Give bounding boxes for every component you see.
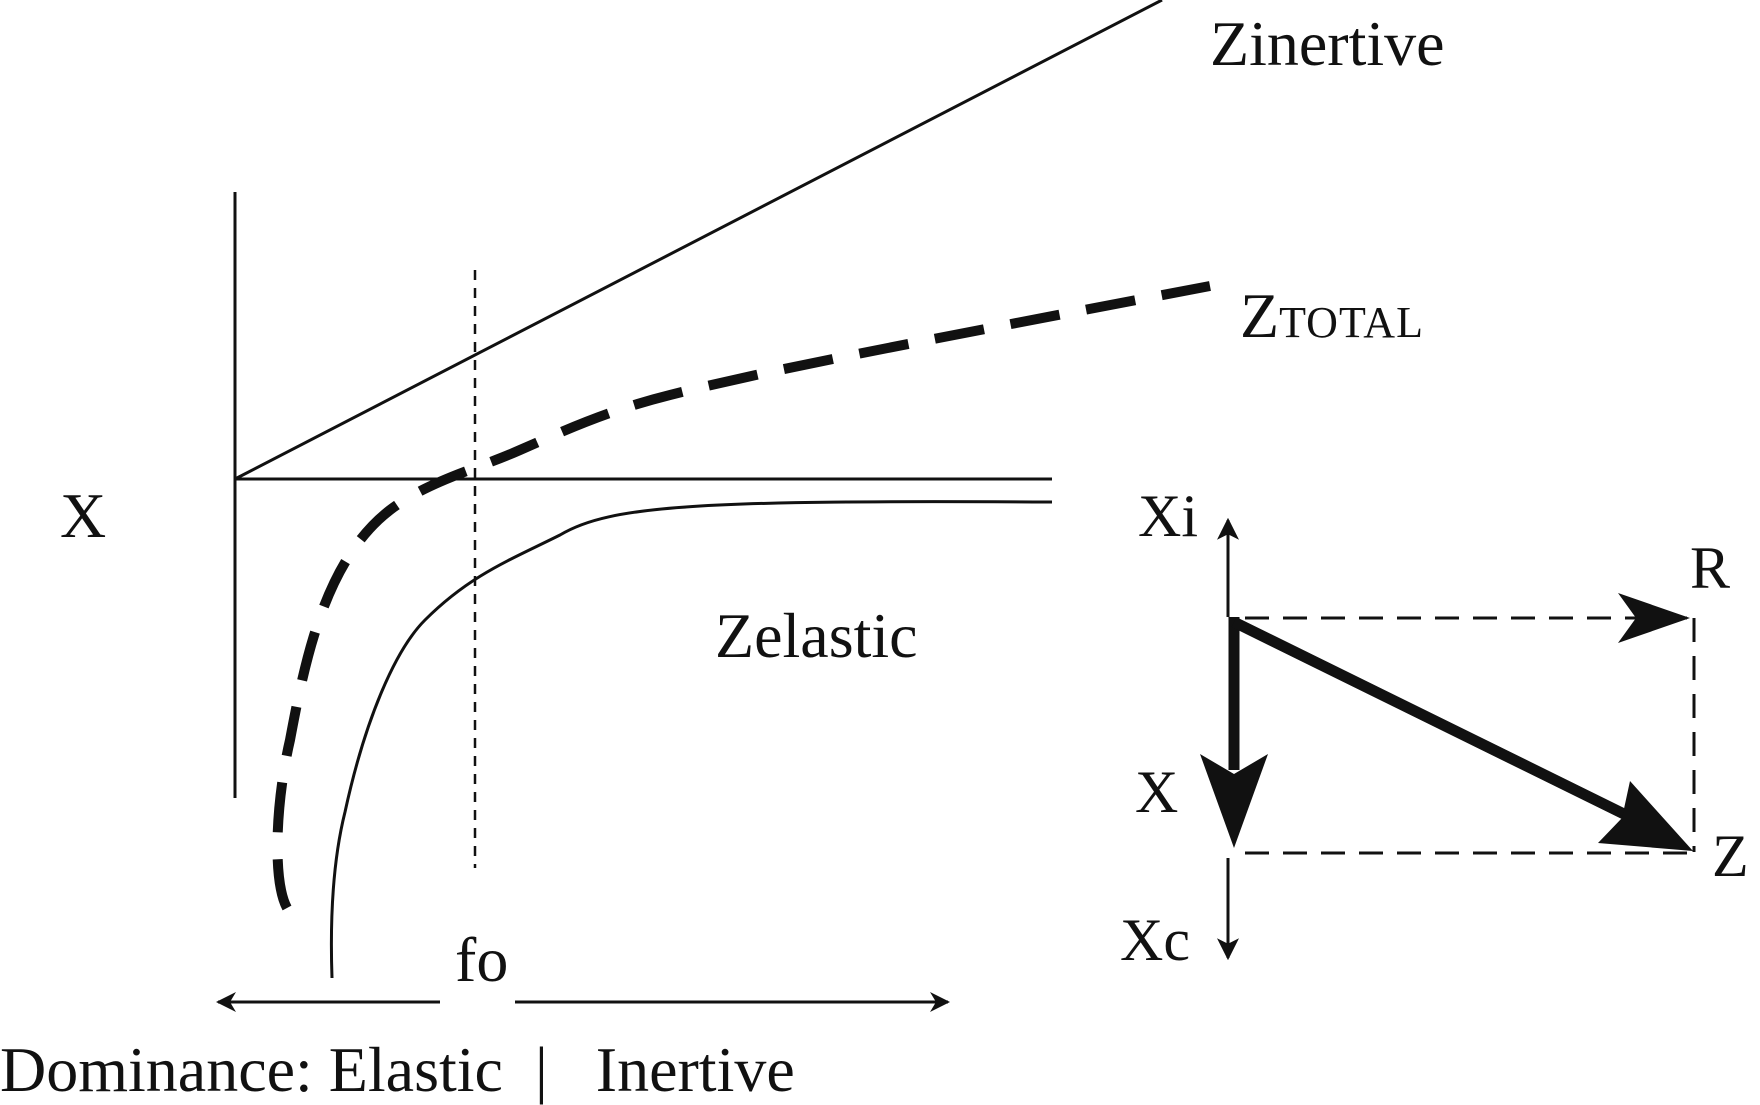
vector-x-label: X [1135, 759, 1179, 825]
fo-label: fo [455, 924, 509, 995]
z-total-prefix: Z [1240, 280, 1280, 351]
z-thick-arrowhead [1598, 781, 1693, 851]
z-thick-arrow [1231, 617, 1631, 821]
z-total-subscript: TOTAL [1279, 298, 1424, 347]
r-arrowhead [1618, 593, 1690, 643]
x-left-label: X [60, 480, 107, 551]
vector-z-label: Z [1712, 823, 1749, 889]
z-total-curve [272, 281, 1211, 911]
vector-r-label: R [1690, 535, 1731, 601]
x-thick-arrowhead [1200, 754, 1268, 848]
dominance-label: Dominance: Elastic | Inertive [0, 1034, 795, 1105]
z-elastic-label: Zelastic [715, 600, 918, 671]
z-inertive-label: Zinertive [1210, 8, 1445, 79]
z-total-label: ZTOTAL [1240, 284, 1424, 348]
z-elastic-curve [329, 500, 1053, 979]
z-inertive-line [234, 0, 1163, 481]
vector-xi-label: Xi [1138, 483, 1198, 549]
vector-xc-label: Xc [1120, 907, 1190, 973]
